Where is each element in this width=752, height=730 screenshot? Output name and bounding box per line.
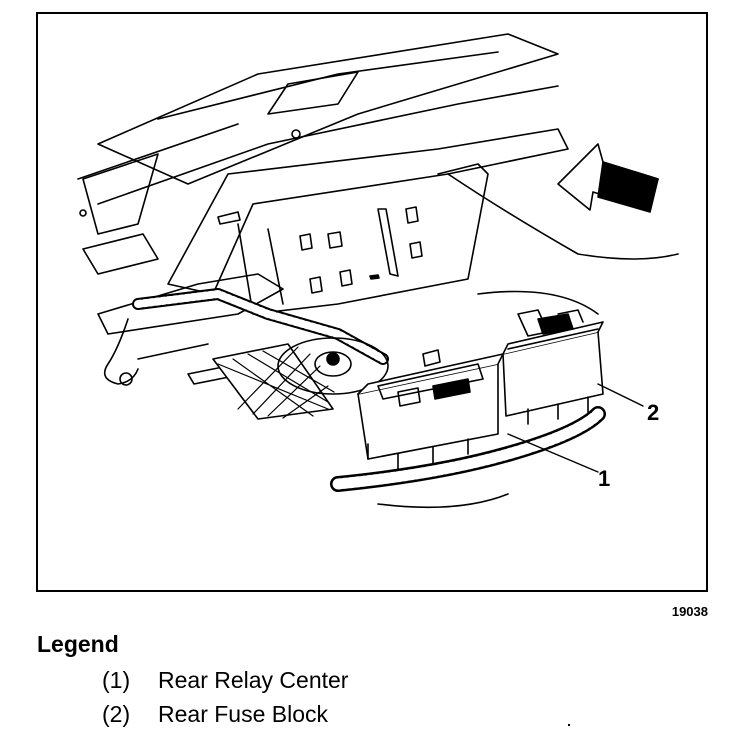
vehicle-underbody-illustration bbox=[77, 33, 679, 509]
legend-item: (1) Rear Relay Center bbox=[102, 667, 348, 694]
figure-frame: 1 2 bbox=[36, 12, 708, 592]
stray-mark bbox=[568, 724, 570, 726]
figure-id: 19038 bbox=[671, 604, 708, 619]
legend-item-label: Rear Relay Center bbox=[158, 667, 349, 693]
legend-item: (2) Rear Fuse Block bbox=[102, 701, 328, 728]
callout-2-label: 2 bbox=[647, 400, 660, 425]
legend-item-number: (1) bbox=[102, 667, 131, 693]
callout-1-label: 1 bbox=[598, 466, 611, 491]
legend-item-label: Rear Fuse Block bbox=[158, 701, 329, 727]
legend-title: Legend bbox=[37, 631, 119, 657]
legend-item-number: (2) bbox=[102, 701, 131, 727]
